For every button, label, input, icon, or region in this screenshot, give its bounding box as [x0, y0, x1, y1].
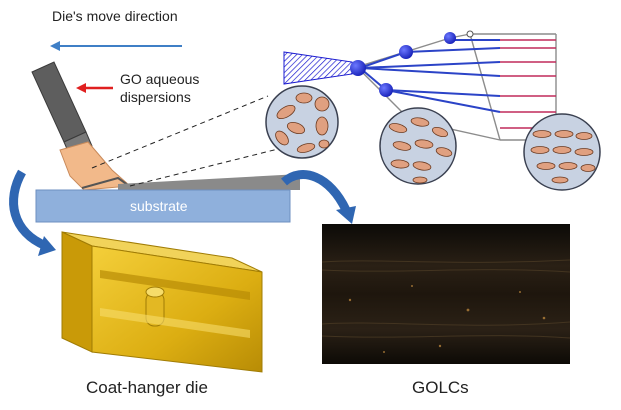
node-ball [444, 32, 456, 44]
zoom-lines [91, 95, 291, 187]
flow-schematic [283, 30, 557, 141]
arrow-left-icon [76, 83, 86, 93]
arrow-left-icon [50, 41, 60, 51]
coat-hanger-die-image [61, 231, 263, 373]
curved-arrow-icon [336, 206, 356, 224]
go-dispersion-label: GO aqueous dispersions [120, 70, 199, 106]
curved-arrow-left [9, 169, 56, 256]
node-ball [379, 83, 393, 97]
move-direction-label: Die's move direction [52, 8, 178, 24]
coated-film [118, 174, 300, 190]
nozzle [59, 141, 132, 191]
golc-caption: GOLCs [412, 378, 469, 397]
move-direction-arrow [50, 41, 182, 51]
go-label-line2: dispersions [120, 89, 191, 105]
node-ball [350, 60, 366, 76]
dispenser [31, 61, 133, 191]
curved-arrow-icon [38, 236, 56, 256]
cone-inlet [283, 51, 353, 85]
zoom-bubble-random [265, 85, 339, 159]
substrate-block [35, 189, 291, 223]
coat-hanger-die-caption: Coat-hanger die [86, 378, 208, 397]
go-dispersion-arrow [76, 83, 113, 93]
go-label-line1: GO aqueous [120, 71, 200, 87]
golc-micrograph [321, 224, 571, 364]
substrate-label: substrate [130, 198, 188, 214]
zoom-bubble-aligning [379, 107, 457, 185]
zoom-bubble-aligned [523, 113, 601, 191]
node-ball [399, 45, 413, 59]
curved-arrow-right [281, 170, 356, 224]
